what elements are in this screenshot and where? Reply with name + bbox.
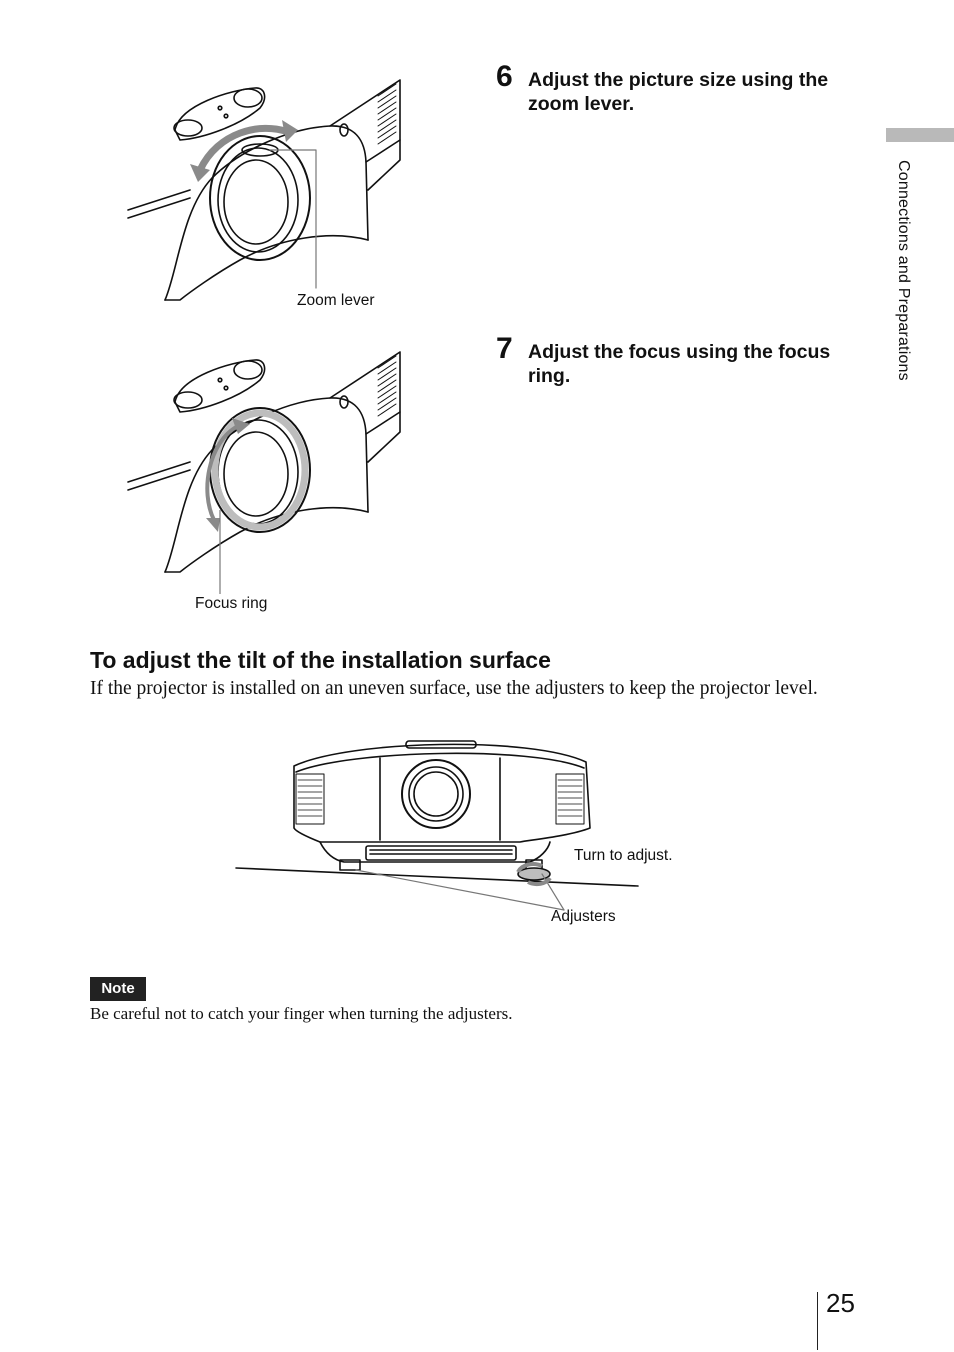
step-6-text: Adjust the picture size using the zoom l… [528, 69, 829, 115]
zoom-lever-illustration [127, 79, 401, 301]
tilt-adjusters-illustration [235, 740, 639, 911]
section-tab-marker [886, 128, 954, 142]
focus-ring-callout: Focus ring [195, 595, 268, 612]
note-badge: Note [90, 977, 146, 1001]
page-number-rule [817, 1292, 818, 1350]
section-body-text: If the projector is installed on an unev… [90, 678, 818, 699]
section-heading: To adjust the tilt of the installation s… [90, 647, 551, 673]
adjusters-callout: Adjusters [551, 908, 616, 925]
turn-to-adjust-callout: Turn to adjust. [574, 847, 673, 864]
section-side-label: Connections and Preparations [895, 160, 912, 381]
note-text: Be careful not to catch your finger when… [90, 1004, 513, 1023]
page-number: 25 [826, 1288, 855, 1318]
step-6-number: 6 [496, 60, 513, 93]
focus-ring-illustration [127, 351, 401, 594]
zoom-lever-callout: Zoom lever [297, 292, 375, 309]
step-7-number: 7 [496, 332, 513, 365]
step-7-text: Adjust the focus using the focus ring. [528, 341, 831, 387]
